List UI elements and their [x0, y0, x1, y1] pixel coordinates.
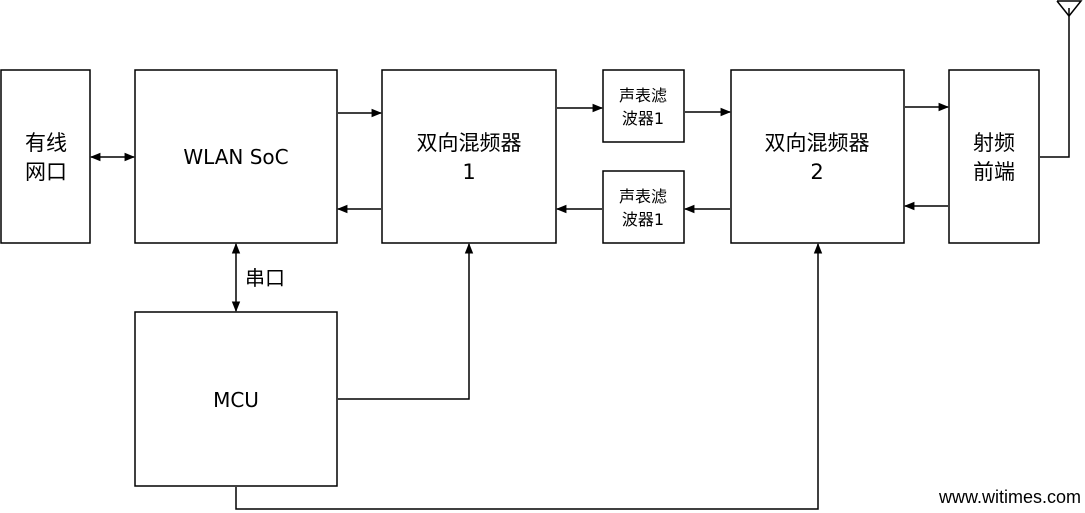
mixer-2-label-line1: 双向混频器: [765, 131, 870, 155]
wlan-soc-label: WLAN SoC: [183, 145, 288, 169]
mixer-1-label-line1: 双向混频器: [417, 131, 522, 155]
saw-filter-tx-block: 声表滤 波器1: [602, 69, 685, 143]
saw-filter-tx-label-line1: 声表滤: [619, 86, 667, 105]
wlan-soc-block: WLAN SoC: [134, 69, 338, 244]
mixer-1-block: 双向混频器 1: [381, 69, 557, 244]
mixer-1-label-line2: 1: [462, 160, 475, 184]
saw-filter-rx-block: 声表滤 波器1: [602, 170, 685, 244]
mcu-block: MCU: [134, 311, 338, 487]
mixer-2-block: 双向混频器 2: [730, 69, 905, 244]
mcu-to-mixer2-control-arrow: [235, 242, 823, 510]
mixer-2-label-line2: 2: [810, 160, 823, 184]
wired-port-label-line2: 网口: [25, 160, 67, 184]
saw-filter-tx-label-line2: 波器1: [622, 109, 664, 128]
wired-port-label-line1: 有线: [25, 131, 67, 155]
rf-frontend-label-line2: 前端: [973, 160, 1015, 184]
mcu-label: MCU: [213, 388, 259, 412]
saw-filter-rx-label-line2: 波器1: [622, 210, 664, 229]
saw-filter-rx-label-line1: 声表滤: [619, 187, 667, 206]
wired-port-block: 有线 网口: [0, 69, 91, 244]
antenna-icon: [1040, 0, 1083, 158]
rf-frontend-label-line1: 射频: [973, 131, 1015, 155]
rf-frontend-block: 射频 前端: [948, 69, 1040, 244]
mcu-to-mixer1-control-arrow: [338, 242, 474, 400]
watermark: www.witimes.com: [938, 487, 1081, 507]
uart-label: 串口: [245, 266, 285, 290]
